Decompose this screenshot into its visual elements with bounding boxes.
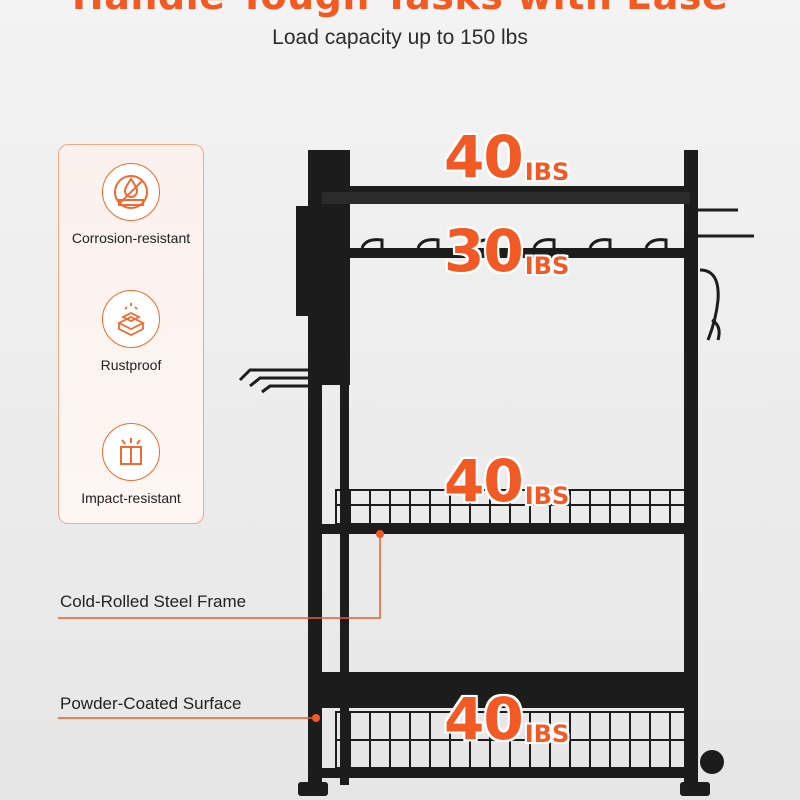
features-panel: Corrosion-resistant Rustproof Impact-res… xyxy=(58,144,204,524)
top-tray xyxy=(308,150,698,204)
side-pegboard xyxy=(322,200,350,385)
capacity-label-top: 40 IBS xyxy=(444,128,569,186)
capacity-unit: IBS xyxy=(524,252,570,280)
capacity-unit: IBS xyxy=(524,482,570,510)
frame-callout-line xyxy=(58,534,381,619)
feature-label: Rustproof xyxy=(100,357,162,373)
capacity-label-hanger: 30 IBS xyxy=(444,222,569,280)
feature-rustproof: Rustproof xyxy=(59,290,203,373)
capacity-label-middle: 40 IBS xyxy=(444,452,569,510)
feature-label: Impact-resistant xyxy=(81,490,181,506)
surface-callout: Powder-Coated Surface xyxy=(60,694,242,713)
frame-callout: Cold-Rolled Steel Frame xyxy=(60,592,247,611)
no-corrosion-icon xyxy=(102,163,160,221)
bottom-shelf xyxy=(322,768,690,778)
tool-hanger-bar xyxy=(330,248,686,258)
capacity-label-bottom: 40 IBS xyxy=(444,690,569,748)
capacity-unit: IBS xyxy=(524,158,570,186)
capacity-unit: IBS xyxy=(524,720,570,748)
capacity-value: 40 xyxy=(444,123,524,191)
rack-upright-left-inner xyxy=(340,165,349,785)
rack-upright-right xyxy=(684,150,698,790)
rustproof-bricks-icon xyxy=(102,290,160,348)
capacity-value: 40 xyxy=(444,447,524,515)
capacity-value: 30 xyxy=(444,217,524,285)
lower-panel xyxy=(322,672,690,708)
feature-corrosion-resistant: Corrosion-resistant xyxy=(59,163,203,246)
rack-upright-left xyxy=(308,150,322,790)
headline: Handle Tough Tasks with Ease xyxy=(0,0,800,18)
impact-box-icon xyxy=(102,423,160,481)
capacity-value: 40 xyxy=(444,685,524,753)
feature-label: Corrosion-resistant xyxy=(71,230,191,246)
subheadline: Load capacity up to 150 lbs xyxy=(272,26,528,49)
middle-shelf xyxy=(322,524,690,534)
feature-impact-resistant: Impact-resistant xyxy=(59,423,203,506)
